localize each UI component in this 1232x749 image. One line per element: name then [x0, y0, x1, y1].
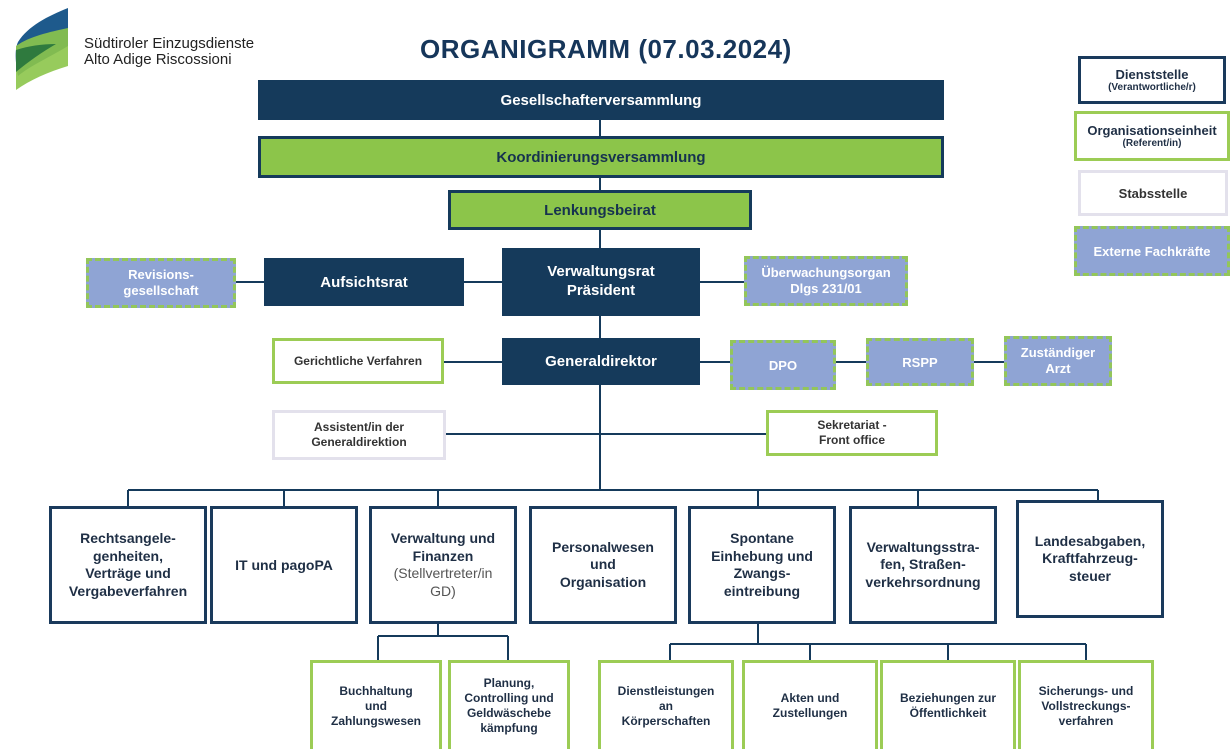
revisionsgesellschaft-label: Revisions- gesellschaft: [123, 266, 199, 298]
box-akten-zustellungen: Akten und Zustellungen: [742, 660, 878, 749]
rspp-label: RSPP: [902, 354, 938, 370]
box-verwaltungsrat: Verwaltungsrat Präsident: [502, 248, 700, 316]
legend-dienststelle-label: Dienststelle: [1115, 67, 1189, 82]
generaldirektor-label: Generaldirektor: [545, 353, 657, 370]
logo-name-de: Südtiroler Einzugsdienste: [84, 35, 255, 52]
logo-name-it: Alto Adige Riscossioni: [84, 51, 232, 68]
legend-externe: Externe Fachkräfte: [1074, 226, 1230, 276]
box-dienstleistungen: Dienstleistungen an Körperschaften: [598, 660, 734, 749]
logo-icon: [15, 8, 69, 90]
beziehungen-oeffentlichkeit-label: Beziehungen zur Öffentlichkeit: [899, 691, 996, 720]
box-revisionsgesellschaft: Revisions- gesellschaft: [86, 258, 236, 308]
buchhaltung-label: Buchhaltung und Zahlungswesen: [330, 683, 422, 728]
page-title: ORGANIGRAMM (07.03.2024): [420, 34, 792, 64]
landesabgaben-label: Landesabgaben, Kraftfahrzeug- steuer: [1034, 532, 1146, 584]
zustaendiger-arzt-label: Zuständiger Arzt: [1020, 344, 1096, 376]
akten-zustellungen-label: Akten und Zustellungen: [772, 691, 848, 720]
box-gesellschafterversammlung: Gesellschafterversammlung: [258, 80, 944, 120]
box-ueberwachungsorgan: Überwachungsorgan Dlgs 231/01: [744, 256, 908, 306]
legend-dienststelle: Dienststelle (Verantwortliche/r): [1078, 56, 1226, 104]
box-buchhaltung: Buchhaltung und Zahlungswesen: [310, 660, 442, 749]
box-rechtsangelegenheiten: Rechtsangele- genheiten, Verträge und Ve…: [49, 506, 207, 624]
gesellschafterversammlung-label: Gesellschafterversammlung: [500, 91, 702, 109]
box-sekretariat: Sekretariat - Front office: [766, 410, 938, 456]
aufsichtsrat-label: Aufsichtsrat: [320, 273, 408, 291]
sekretariat-label: Sekretariat - Front office: [817, 418, 887, 447]
logo-text: Südtiroler Einzugsdienste Alto Adige Ris…: [84, 36, 284, 68]
box-generaldirektor: Generaldirektor: [502, 338, 700, 385]
sicherungsverfahren-label: Sicherungs- und Vollstreckungs- verfahre…: [1038, 683, 1134, 728]
box-it-pagopa: IT und pagoPA: [210, 506, 358, 624]
box-rspp: RSPP: [866, 338, 974, 386]
legend-externe-label: Externe Fachkräfte: [1093, 243, 1211, 259]
personalwesen-label: Personalwesen und Organisation: [552, 538, 654, 590]
dpo-label: DPO: [768, 357, 798, 373]
legend-organisationseinheit-label: Organisationseinheit: [1087, 123, 1217, 138]
gerichtliche-verfahren-label: Gerichtliche Verfahren: [293, 354, 423, 368]
box-sicherungsverfahren: Sicherungs- und Vollstreckungs- verfahre…: [1018, 660, 1154, 749]
spontane-einhebung-label: Spontane Einhebung und Zwangs- eintreibu…: [711, 530, 813, 599]
box-spontane-einhebung: Spontane Einhebung und Zwangs- eintreibu…: [688, 506, 836, 624]
dienstleistungen-label: Dienstleistungen an Körperschaften: [617, 683, 715, 728]
ueberwachungsorgan-label: Überwachungsorgan Dlgs 231/01: [761, 264, 891, 296]
box-beziehungen-oeffentlichkeit: Beziehungen zur Öffentlichkeit: [880, 660, 1016, 749]
assistent-generaldirektion-label: Assistent/in der Generaldirektion: [311, 420, 407, 449]
box-verwaltungsstrafen: Verwaltungsstra- fen, Straßen- verkehrso…: [849, 506, 997, 624]
box-aufsichtsrat: Aufsichtsrat: [264, 258, 464, 306]
box-verwaltung-finanzen: Verwaltung und Finanzen (Stellvertreter/…: [369, 506, 517, 624]
rechtsangelegenheiten-label: Rechtsangele- genheiten, Verträge und Ve…: [68, 530, 188, 599]
box-landesabgaben: Landesabgaben, Kraftfahrzeug- steuer: [1016, 500, 1164, 618]
box-gerichtliche-verfahren: Gerichtliche Verfahren: [272, 338, 444, 384]
company-logo: [8, 6, 76, 92]
verwaltungsstrafen-label: Verwaltungsstra- fen, Straßen- verkehrso…: [865, 538, 981, 590]
verwaltung-finanzen-label: Verwaltung und Finanzen: [390, 530, 496, 564]
planung-controlling-label: Planung, Controlling und Geldwäschebe kä…: [464, 676, 554, 735]
box-dpo: DPO: [730, 340, 836, 390]
verwaltung-finanzen-sub: (Stellvertreter/in GD): [393, 565, 493, 599]
box-planung-controlling: Planung, Controlling und Geldwäschebe kä…: [448, 660, 570, 749]
legend-organisationseinheit: Organisationseinheit (Referent/in): [1074, 111, 1230, 161]
legend-stabsstelle-label: Stabsstelle: [1118, 185, 1188, 201]
legend-stabsstelle: Stabsstelle: [1078, 170, 1228, 216]
box-lenkungsbeirat: Lenkungsbeirat: [448, 190, 752, 230]
legend-dienststelle-sub: (Verantwortliche/r): [1108, 82, 1196, 93]
it-pagopa-label: IT und pagoPA: [235, 557, 333, 573]
box-zustaendiger-arzt: Zuständiger Arzt: [1004, 336, 1112, 386]
legend-organisationseinheit-sub: (Referent/in): [1122, 138, 1182, 149]
lenkungsbeirat-label: Lenkungsbeirat: [544, 201, 656, 219]
verwaltungsrat-label: Verwaltungsrat Präsident: [547, 263, 655, 299]
box-personalwesen: Personalwesen und Organisation: [529, 506, 677, 624]
koordinierungsversammlung-label: Koordinierungsversammlung: [496, 148, 706, 166]
box-koordinierungsversammlung: Koordinierungsversammlung: [258, 136, 944, 178]
box-assistent-generaldirektion: Assistent/in der Generaldirektion: [272, 410, 446, 460]
